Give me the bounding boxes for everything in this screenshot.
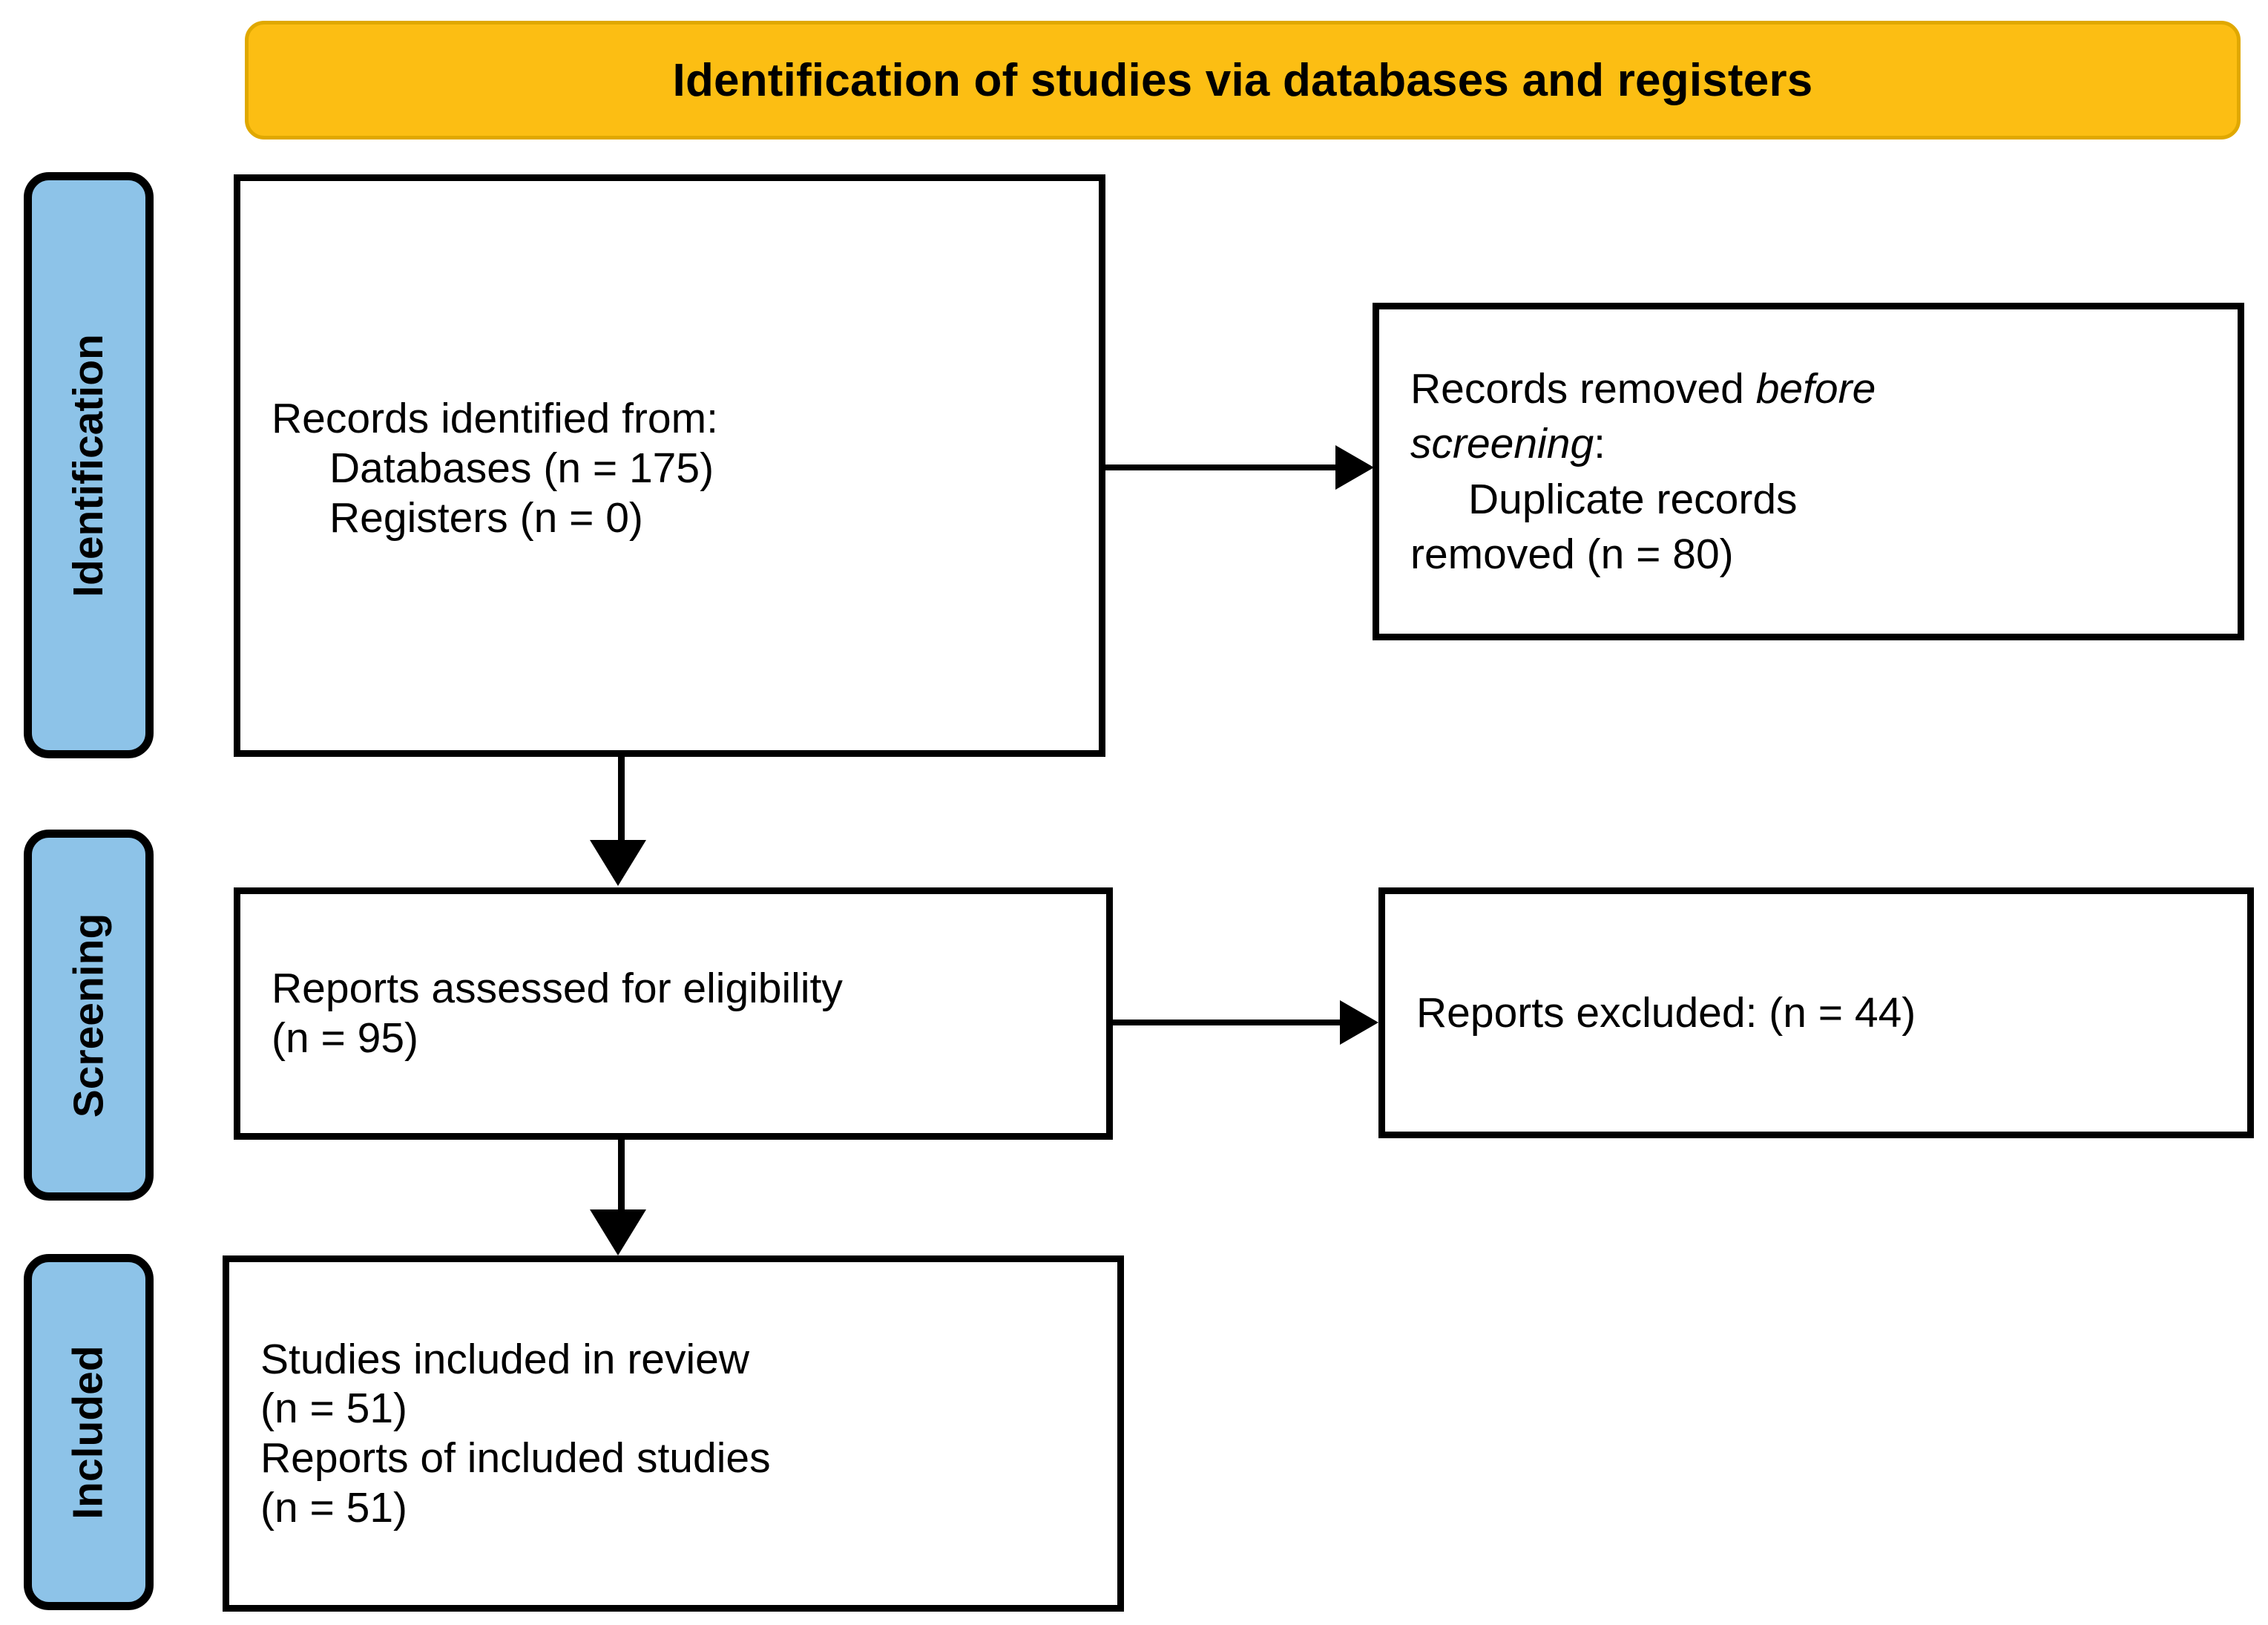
records-identified-line-1: Records identified from: (272, 395, 718, 443)
records-removed-line-2: screening: (1410, 416, 2206, 471)
records-removed-colon: : (1594, 420, 1605, 468)
reports-assessed-line-2: (n = 95) (272, 1014, 419, 1062)
stage-pill-screening: Screening (24, 830, 154, 1201)
records-identified-line-databases: Databases (n = 175) (329, 444, 714, 493)
studies-included-line-3: Reports of included studies (260, 1434, 771, 1482)
arrow-right-icon-identified-to-removed (1335, 445, 1374, 490)
box-studies-included: Studies included in review (n = 51) Repo… (223, 1255, 1124, 1612)
stage-label-identification: Identification (65, 333, 113, 597)
connector-identified-to-assessed-line (618, 756, 625, 844)
arrow-right-icon-assessed-to-excluded (1340, 1000, 1378, 1045)
diagram-header-banner: Identification of studies via databases … (245, 21, 2241, 139)
studies-included-line-4: (n = 51) (260, 1483, 408, 1532)
records-removed-line-1: Records removed before (1410, 361, 2206, 416)
arrow-down-icon-assessed-to-included (590, 1209, 646, 1255)
stage-label-screening: Screening (65, 913, 112, 1117)
stage-pill-identification: Identification (24, 172, 154, 758)
connector-assessed-to-excluded-line (1113, 1020, 1343, 1025)
box-reports-excluded: Reports excluded: (n = 44) (1378, 887, 2254, 1138)
records-removed-italic-screening: screening (1410, 420, 1594, 468)
arrow-down-icon-identified-to-assessed (590, 840, 646, 886)
stage-pill-included: Included (24, 1254, 154, 1610)
records-removed-line-4: removed (n = 80) (1410, 530, 1734, 578)
studies-included-line-1: Studies included in review (260, 1335, 750, 1383)
records-identified-line-registers: Registers (n = 0) (329, 493, 643, 542)
reports-assessed-line-1: Reports assessed for eligibility (272, 965, 843, 1013)
connector-identified-to-removed-line (1104, 464, 1338, 470)
connector-assessed-to-included-line (618, 1139, 625, 1213)
box-records-identified: Records identified from: Databases (n = … (234, 174, 1105, 757)
records-removed-line-3: Duplicate records (1468, 475, 1798, 523)
studies-included-line-2: (n = 51) (260, 1385, 408, 1433)
stage-label-included: Included (65, 1345, 113, 1520)
page-title: Identification of studies via databases … (672, 54, 1813, 106)
box-reports-assessed: Reports assessed for eligibility (n = 95… (234, 887, 1113, 1140)
reports-excluded-line-1: Reports excluded: (n = 44) (1416, 988, 1916, 1037)
box-records-removed: Records removed before screening: Duplic… (1373, 303, 2244, 640)
records-removed-italic-before: before (1755, 365, 1876, 413)
records-removed-plain-1: Records removed (1410, 365, 1756, 413)
